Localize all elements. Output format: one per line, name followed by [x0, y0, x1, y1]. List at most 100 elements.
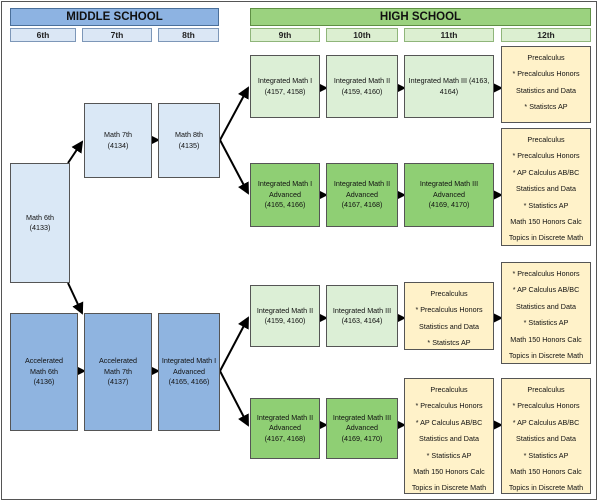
grade-header-11th: 11th — [404, 28, 494, 42]
course-text-line: Integrated Math I — [257, 76, 313, 85]
course-text-line: Integrated Math II — [333, 76, 391, 85]
course-math-6th: Math 6th(4133) — [10, 163, 70, 283]
course-text-line: Integrated Math I — [257, 179, 313, 189]
course-text-line: (4163, 4164) — [341, 316, 383, 325]
course-text-line: * AP Calculus AB/BC — [512, 417, 580, 427]
course-text-line: Statistics and Data — [516, 184, 576, 194]
course-text-line: Advanced — [173, 366, 205, 376]
course-text-line: (4165, 4166) — [168, 377, 210, 387]
course-text-line: Math 150 Honors Calc — [510, 217, 582, 227]
course-r1-9th: Integrated Math I(4157, 4158) — [250, 55, 320, 118]
course-text-line: Integrated Math III (4163, — [408, 76, 490, 85]
course-text-line: Math 7th — [104, 366, 132, 376]
course-text-line: Precalculus — [430, 385, 468, 394]
course-text-line: * Precalculus Honors — [512, 401, 580, 411]
arrow-math8-r1 — [219, 86, 249, 141]
course-text-line: Advanced — [269, 189, 301, 199]
grade-header-10th: 10th — [326, 28, 398, 42]
course-r2-12th: Precalculus * Precalculus Honors * AP Calc… — [501, 128, 591, 246]
course-text-line: * Statistcs AP — [524, 102, 568, 112]
course-text-line: Topics in Discrete Math — [508, 483, 584, 493]
course-text-line: Math 150 Honors Calc — [510, 467, 582, 477]
course-text-line: Precalculus — [527, 135, 565, 144]
course-text-line: (4135) — [178, 140, 200, 150]
course-text-line: Accelerated — [25, 356, 63, 366]
course-text-line: Precalculus — [527, 385, 565, 394]
course-text-line: Topics in Discrete Math — [411, 483, 487, 493]
course-text-line: 4164) — [439, 86, 459, 96]
course-text-line: Advanced — [269, 423, 301, 433]
arrow-math6-acc6 — [67, 282, 84, 315]
course-text-line: Math 8th — [175, 130, 203, 139]
course-text-line: Statistics and Data — [516, 301, 576, 311]
arrow-math8-r2 — [219, 139, 249, 195]
course-text-line: Precalculus — [527, 53, 565, 62]
high-school-header: HIGH SCHOOL — [250, 8, 591, 26]
course-text-line: Accelerated — [99, 356, 137, 366]
course-r1-10th: Integrated Math II(4159, 4160) — [326, 55, 398, 118]
course-text-line: Math 150 Honors Calc — [413, 467, 485, 477]
course-r3-12th: * Precalculus Honors * AP Calculus AB/BC S… — [501, 262, 591, 364]
course-text-line: * Precalculus Honors — [415, 305, 483, 315]
course-text-line: * AP Calculus AB/BC — [512, 285, 580, 295]
course-text-line: * Precalculus Honors — [512, 151, 580, 161]
course-text-line: Integrated Math I — [161, 356, 217, 366]
course-text-line: * Statistcs AP — [427, 338, 471, 348]
course-r1-11th: Integrated Math III (4163,4164) — [404, 55, 494, 118]
course-text-line: (4167, 4168) — [341, 200, 383, 210]
course-text-line: Precalculus — [430, 289, 468, 298]
grade-header-12th: 12th — [501, 28, 591, 42]
course-text-line: (4167, 4168) — [264, 433, 306, 443]
course-text-line: Math 6th — [30, 366, 58, 376]
grade-header-6th: 6th — [10, 28, 76, 42]
course-text-line: Integrated Math II — [256, 305, 314, 315]
course-text-line: Advanced — [346, 189, 378, 199]
course-math-7th: Math 7th(4134) — [84, 103, 152, 178]
course-text-line: Statistics and Data — [516, 85, 576, 95]
course-text-line: (4137) — [107, 377, 129, 387]
course-text-line: (4159, 4160) — [264, 316, 306, 325]
course-text-line: Statistics and Data — [516, 434, 576, 444]
course-text-line: (4157, 4158) — [264, 86, 306, 96]
course-text-line: (4169, 4170) — [341, 433, 383, 443]
course-text-line: Topics in Discrete Math — [508, 233, 584, 243]
course-text-line: * AP Calculus AB/BC — [415, 417, 483, 427]
course-text-line: Integrated Math II — [333, 179, 391, 189]
course-text-line: Integrated Math III — [332, 305, 392, 315]
course-text-line: Advanced — [346, 423, 378, 433]
course-text-line: Integrated Math III — [419, 179, 479, 189]
grade-header-7th: 7th — [82, 28, 152, 42]
course-text-line: Advanced — [433, 189, 465, 199]
grade-header-8th: 8th — [158, 28, 219, 42]
course-text-line: * Precalculus Honors — [512, 69, 580, 79]
course-text-line: Integrated Math II — [256, 412, 314, 422]
course-text-line: * Statistics AP — [523, 200, 569, 210]
course-text-line: (4134) — [107, 140, 129, 150]
course-text-line: * Statistics AP — [523, 318, 569, 328]
grade-header-9th: 9th — [250, 28, 320, 42]
course-text-line: Statistics and Data — [419, 321, 479, 331]
course-text-line: (4169, 4170) — [428, 200, 470, 210]
course-math-8th: Math 8th(4135) — [158, 103, 220, 178]
course-text-line: Statistics and Data — [419, 434, 479, 444]
course-r4-11th: Precalculus* Precalculus Honors* AP Calc… — [404, 378, 494, 494]
course-text-line: * AP Calculus AB/BC — [512, 167, 580, 177]
middle-school-header: MIDDLE SCHOOL — [10, 8, 219, 26]
course-text-line: (4133) — [29, 223, 51, 232]
course-text-line: * Precalculus Honors — [512, 269, 580, 278]
course-text-line: Math 7th — [104, 130, 132, 139]
arrow-im1adv8-r3 — [219, 316, 249, 372]
course-r4-12th: Precalculus * Precalculus Honors * AP Calc… — [501, 378, 591, 494]
course-text-line: (4136) — [33, 377, 55, 387]
